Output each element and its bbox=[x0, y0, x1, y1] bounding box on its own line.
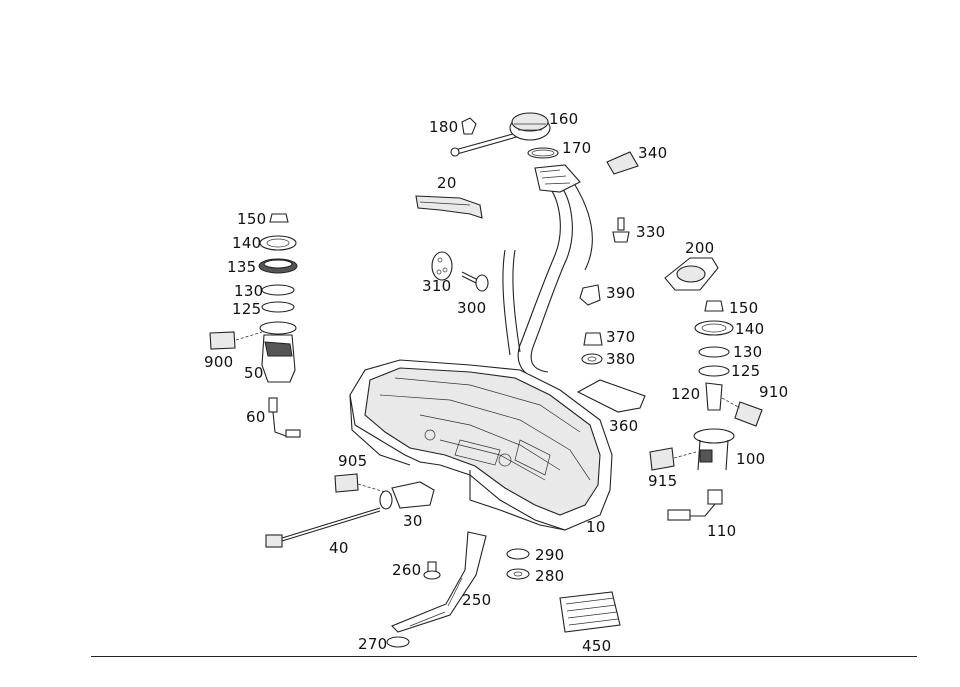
callout-50: 50 bbox=[244, 364, 264, 382]
callout-100: 100 bbox=[736, 450, 766, 468]
left-seal-stack bbox=[258, 213, 298, 313]
callout-125-left: 125 bbox=[232, 300, 262, 318]
callout-310: 310 bbox=[422, 277, 452, 295]
part-900-shape bbox=[209, 331, 236, 350]
callout-200: 200 bbox=[685, 239, 715, 257]
callout-370: 370 bbox=[606, 328, 636, 346]
diagram-baseline bbox=[91, 656, 917, 657]
callout-180: 180 bbox=[429, 118, 459, 136]
part-170-shape bbox=[527, 147, 559, 159]
part-180-shape bbox=[450, 117, 521, 157]
part-200-shape bbox=[664, 257, 719, 291]
right-seal-stack bbox=[694, 300, 734, 377]
callout-910: 910 bbox=[759, 383, 789, 401]
callout-125-right: 125 bbox=[731, 362, 761, 380]
part-110-shape bbox=[667, 489, 723, 521]
callout-130-left: 130 bbox=[234, 282, 264, 300]
callout-450: 450 bbox=[582, 637, 612, 655]
callout-915: 915 bbox=[648, 472, 678, 490]
callout-110: 110 bbox=[707, 522, 737, 540]
part-120-shape bbox=[705, 382, 723, 411]
part-20-shape bbox=[415, 195, 483, 219]
callout-900: 900 bbox=[204, 353, 234, 371]
callout-300: 300 bbox=[457, 299, 487, 317]
callout-140-right: 140 bbox=[735, 320, 765, 338]
callout-905: 905 bbox=[338, 452, 368, 470]
callout-170: 170 bbox=[562, 139, 592, 157]
callout-40: 40 bbox=[329, 539, 349, 557]
callout-120: 120 bbox=[671, 385, 701, 403]
part-60-shape bbox=[268, 397, 301, 438]
part-300-shape bbox=[461, 271, 489, 292]
part-450-shape bbox=[559, 591, 621, 633]
part-100-shape bbox=[693, 428, 735, 471]
part-340-shape bbox=[606, 151, 639, 175]
callout-150-left: 150 bbox=[237, 210, 267, 228]
part-390-shape bbox=[579, 284, 601, 306]
part-905-shape bbox=[334, 473, 359, 493]
callout-20: 20 bbox=[437, 174, 457, 192]
part-30-shape bbox=[379, 481, 435, 510]
part-280-shape bbox=[506, 568, 530, 580]
callout-280: 280 bbox=[535, 567, 565, 585]
callout-160: 160 bbox=[549, 110, 579, 128]
callout-30: 30 bbox=[403, 512, 423, 530]
callout-135: 135 bbox=[227, 258, 257, 276]
callout-390: 390 bbox=[606, 284, 636, 302]
part-915-shape bbox=[649, 447, 675, 471]
part-910-shape bbox=[734, 401, 763, 427]
part-270-shape bbox=[386, 636, 410, 648]
callout-270: 270 bbox=[358, 635, 388, 653]
part-330-shape bbox=[612, 217, 630, 243]
part-310-shape bbox=[431, 251, 453, 281]
part-50-shape bbox=[259, 321, 297, 383]
fuel-tank bbox=[349, 359, 613, 531]
callout-250: 250 bbox=[462, 591, 492, 609]
part-260-shape bbox=[423, 561, 441, 580]
part-290-shape bbox=[506, 548, 530, 560]
callout-340: 340 bbox=[638, 144, 668, 162]
callout-360: 360 bbox=[609, 417, 639, 435]
callout-130-right: 130 bbox=[733, 343, 763, 361]
part-370-shape bbox=[583, 332, 603, 346]
part-160-shape bbox=[509, 112, 551, 141]
callout-140-left: 140 bbox=[232, 234, 262, 252]
part-360-shape bbox=[576, 379, 646, 413]
callout-380: 380 bbox=[606, 350, 636, 368]
callout-290: 290 bbox=[535, 546, 565, 564]
part-380-shape bbox=[581, 353, 603, 365]
part-40-shape bbox=[265, 507, 381, 548]
callout-150-right: 150 bbox=[729, 299, 759, 317]
filler-neck-tube bbox=[502, 164, 593, 381]
callout-10: 10 bbox=[586, 518, 606, 536]
callout-60: 60 bbox=[246, 408, 266, 426]
part-250-shape bbox=[391, 531, 487, 633]
callout-260: 260 bbox=[392, 561, 422, 579]
callout-330: 330 bbox=[636, 223, 666, 241]
